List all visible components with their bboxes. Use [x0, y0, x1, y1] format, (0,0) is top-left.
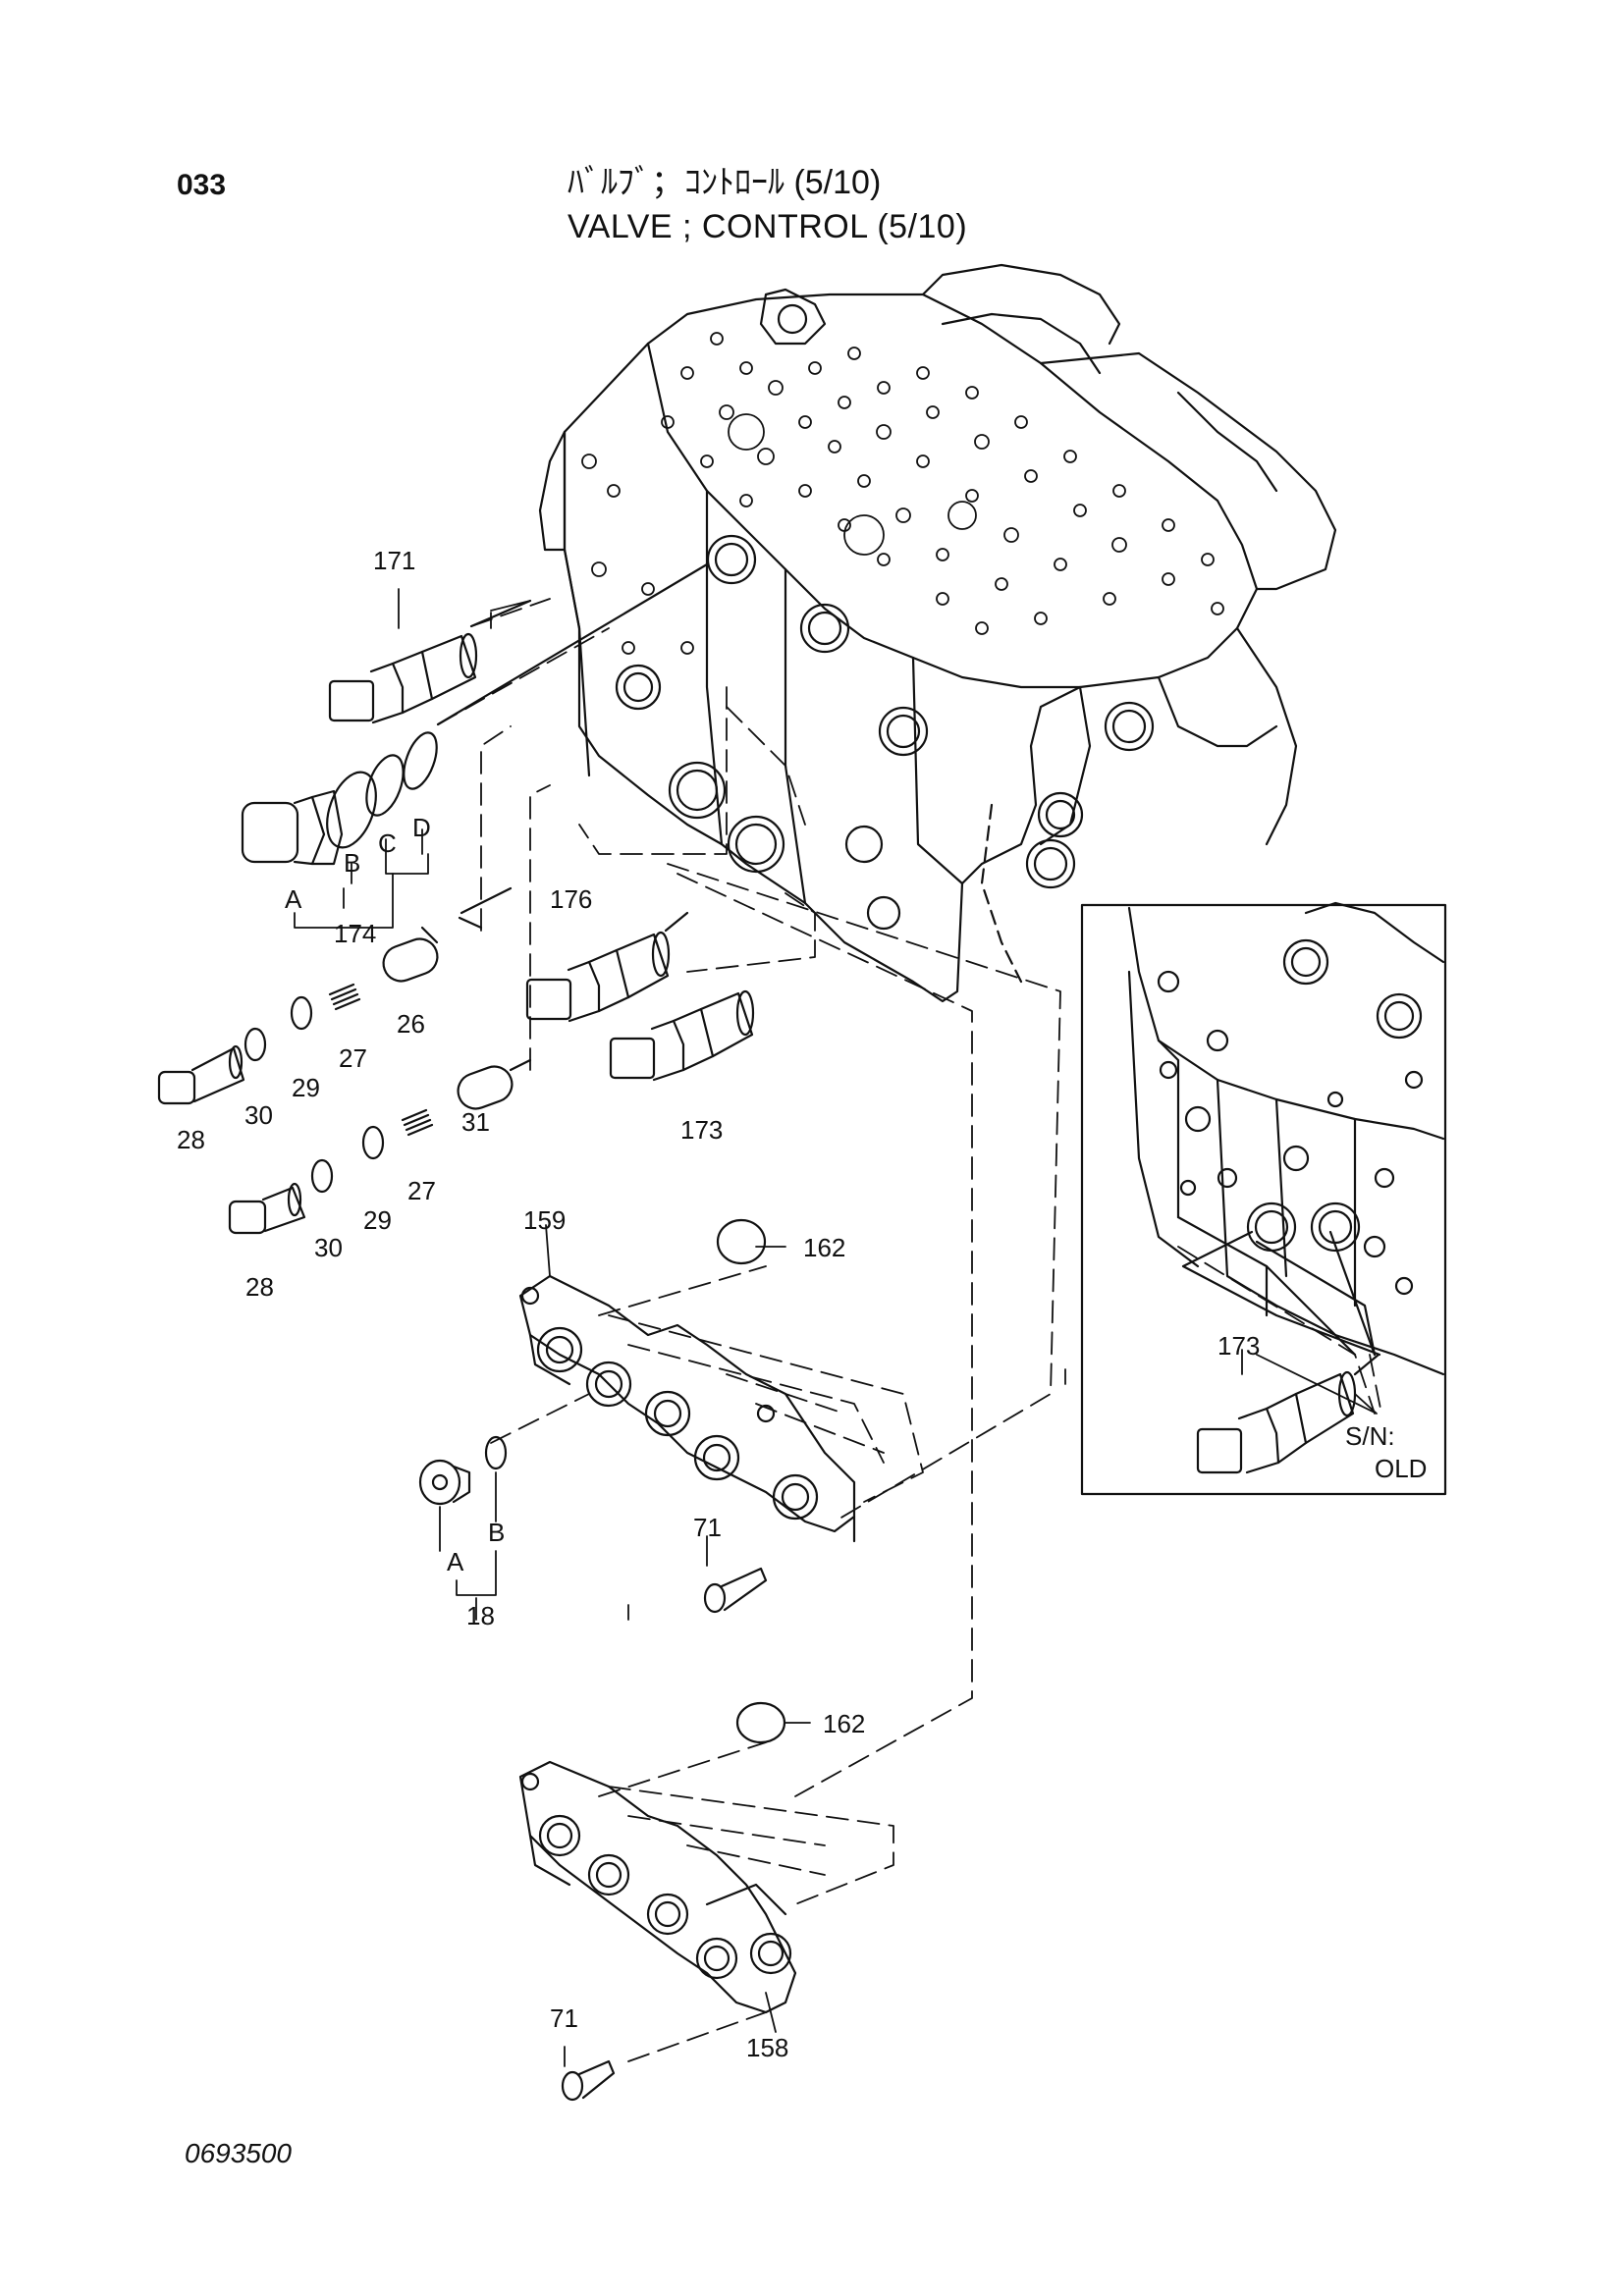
label-27-upper: 27 — [339, 1043, 367, 1073]
valve-body-port-dots — [581, 332, 1224, 655]
cartridge-valve-176 — [525, 911, 689, 1023]
title-japanese: ﾊﾞﾙﾌﾞ；ｺﾝﾄﾛｰﾙ (5/10) — [568, 164, 882, 201]
label-174: 174 — [334, 919, 376, 948]
label-D-upper: D — [412, 813, 431, 842]
manifold-block-159 — [518, 1274, 856, 1543]
page-number: 033 — [177, 169, 227, 201]
o-ring-30-lower — [310, 1158, 334, 1194]
plug-18 — [418, 1435, 508, 1506]
label-158: 158 — [746, 2033, 788, 2062]
bolt-71-upper — [703, 1567, 768, 1614]
label-31: 31 — [461, 1107, 490, 1137]
label-29-upper: 29 — [292, 1073, 320, 1102]
poppet-31 — [457, 1058, 532, 1110]
leader-lines — [294, 588, 1378, 2067]
label-C-upper: C — [378, 828, 397, 858]
label-28-lower: 28 — [245, 1272, 274, 1302]
label-71-upper: 71 — [693, 1513, 722, 1542]
label-162-lower: 162 — [823, 1709, 865, 1738]
o-ring-29-upper — [290, 995, 313, 1031]
title-english: VALVE ; CONTROL (5/10) — [568, 208, 968, 245]
plug-28-upper — [157, 1044, 245, 1105]
bolt-71-lower — [561, 2059, 616, 2102]
label-B-lower: B — [488, 1518, 505, 1547]
drawing-number: 0693500 — [185, 2138, 293, 2168]
o-ring-162-upper — [716, 1218, 767, 1265]
inset-note-sn: S/N: — [1345, 1421, 1395, 1451]
label-176: 176 — [550, 884, 592, 914]
control-valve-body — [538, 263, 1337, 1003]
inset-note-old: OLD — [1375, 1454, 1427, 1483]
cartridge-valve-173 — [609, 989, 755, 1082]
label-173-inset: 173 — [1217, 1331, 1260, 1361]
label-162-upper: 162 — [803, 1233, 845, 1262]
o-ring-30-upper — [243, 1027, 267, 1062]
label-26: 26 — [397, 1009, 425, 1039]
label-71-lower: 71 — [550, 2003, 578, 2033]
cartridge-valve-173-inset — [1196, 1370, 1357, 1474]
label-173: 173 — [680, 1115, 723, 1145]
label-A-upper: A — [285, 884, 302, 914]
label-30-lower: 30 — [314, 1233, 343, 1262]
assembly-dashed-lines — [437, 598, 1382, 2062]
label-A-lower: A — [447, 1547, 464, 1576]
plug-28-lower — [228, 1182, 306, 1235]
inset-detail-old-sn — [1080, 901, 1447, 1496]
label-27-lower: 27 — [407, 1176, 436, 1205]
o-ring-162-lower — [735, 1701, 786, 1744]
plug-assembly-174 — [241, 562, 709, 866]
spring-27-lower — [401, 1108, 434, 1137]
label-29-lower: 29 — [363, 1205, 392, 1235]
label-B-upper: B — [344, 848, 360, 878]
o-ring-29-lower — [361, 1125, 385, 1160]
label-159: 159 — [523, 1205, 566, 1235]
label-30-upper: 30 — [244, 1100, 273, 1130]
manifold-block-158 — [518, 1760, 797, 2014]
cartridge-valve-171 — [328, 599, 532, 724]
spring-27-upper — [328, 983, 361, 1011]
poppet-26 — [382, 886, 513, 983]
label-171: 171 — [373, 546, 415, 575]
label-28-upper: 28 — [177, 1125, 205, 1154]
label-18: 18 — [466, 1601, 495, 1630]
